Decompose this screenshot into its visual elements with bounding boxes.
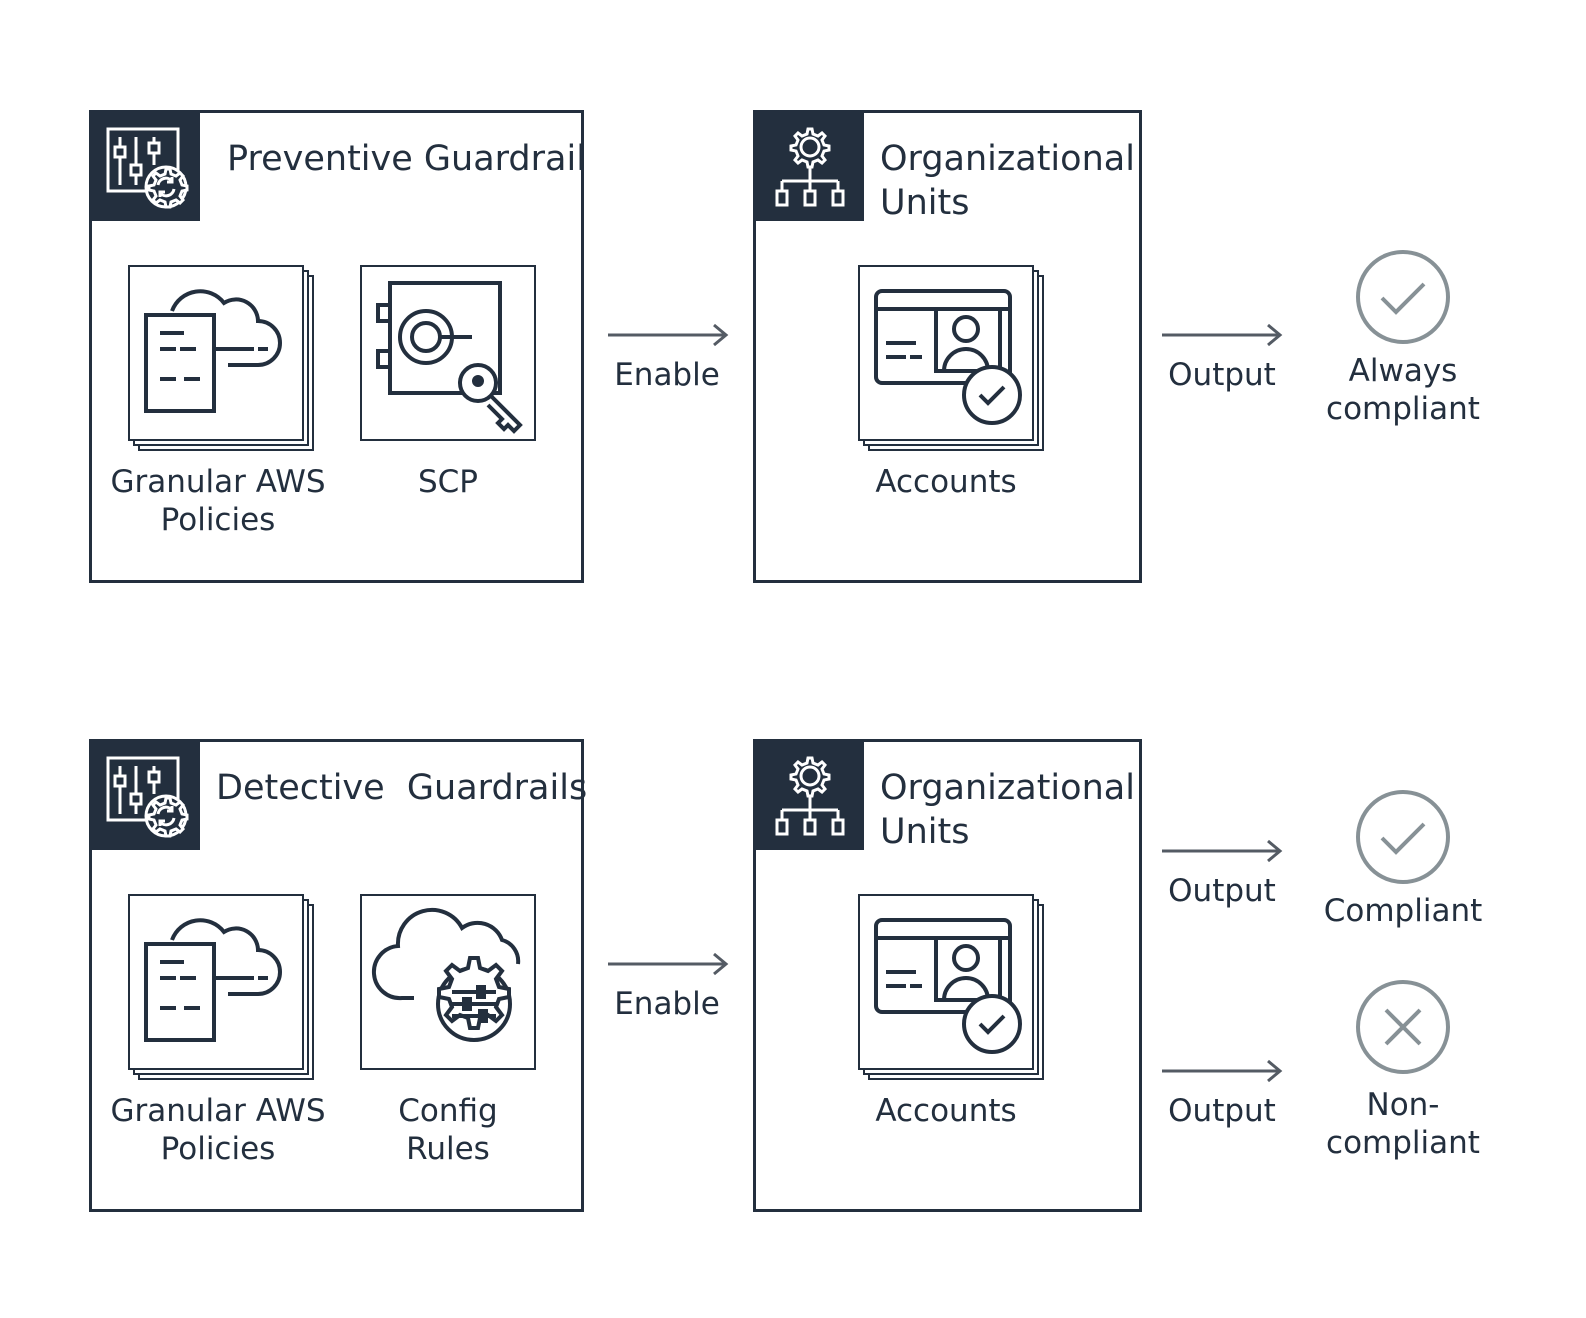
org-hierarchy-icon xyxy=(756,742,864,850)
guardrail-title: Preventive Guardrail xyxy=(227,139,586,179)
enable-arrow xyxy=(606,951,732,981)
accounts-card xyxy=(858,265,1050,457)
cloud-document-icon xyxy=(144,918,282,1042)
output-label: Output xyxy=(1168,873,1276,909)
vault-key-icon xyxy=(376,281,523,434)
card-label: Accounts xyxy=(875,1093,1017,1129)
granular-policies-card xyxy=(128,894,320,1086)
status-label: Compliant xyxy=(1323,893,1483,929)
config-rules-card xyxy=(360,894,536,1070)
ou-title: Organizational Units xyxy=(880,768,1135,852)
enable-arrow xyxy=(606,322,732,352)
x-circle-icon xyxy=(1354,978,1452,1080)
guardrail-title: Detective Guardrails xyxy=(216,768,588,808)
card-label: Accounts xyxy=(875,464,1017,500)
card-label: SCP xyxy=(417,464,479,500)
organizational-units-box: Organizational Units Accounts xyxy=(753,110,1142,583)
cloud-document-icon xyxy=(144,289,282,413)
status-label: Non-compliant xyxy=(1326,1087,1480,1161)
check-circle-icon xyxy=(1354,788,1452,890)
account-card-icon xyxy=(874,289,1022,425)
org-hierarchy-icon xyxy=(756,113,864,221)
organizational-units-box: Organizational Units Accounts xyxy=(753,739,1142,1212)
scp-card xyxy=(360,265,536,441)
guardrail-controls-icon xyxy=(92,742,200,850)
check-circle-icon xyxy=(1354,248,1452,350)
cloud-gear-icon xyxy=(372,907,521,1042)
detective-guardrails-box: Detective Guardrails Granular AWS Polici… xyxy=(89,739,588,1212)
account-card-icon xyxy=(874,918,1022,1054)
output-arrow xyxy=(1160,322,1286,352)
enable-label: Enable xyxy=(614,357,720,393)
preventive-guardrail-box: Preventive Guardrail Granular AWS Polici… xyxy=(89,110,586,583)
guardrail-controls-icon xyxy=(92,113,200,221)
card-label: Granular AWS Policies xyxy=(110,1093,326,1167)
card-label: Config Rules xyxy=(398,1093,498,1167)
output-label: Output xyxy=(1168,357,1276,393)
accounts-card xyxy=(858,894,1050,1086)
output-label: Output xyxy=(1168,1093,1276,1129)
granular-policies-card xyxy=(128,265,320,457)
enable-label: Enable xyxy=(614,986,720,1022)
output-arrow xyxy=(1160,838,1286,868)
output-arrow xyxy=(1160,1058,1286,1088)
card-label: Granular AWS Policies xyxy=(110,464,326,538)
status-label: Always compliant xyxy=(1326,353,1480,427)
ou-title: Organizational Units xyxy=(880,139,1135,223)
